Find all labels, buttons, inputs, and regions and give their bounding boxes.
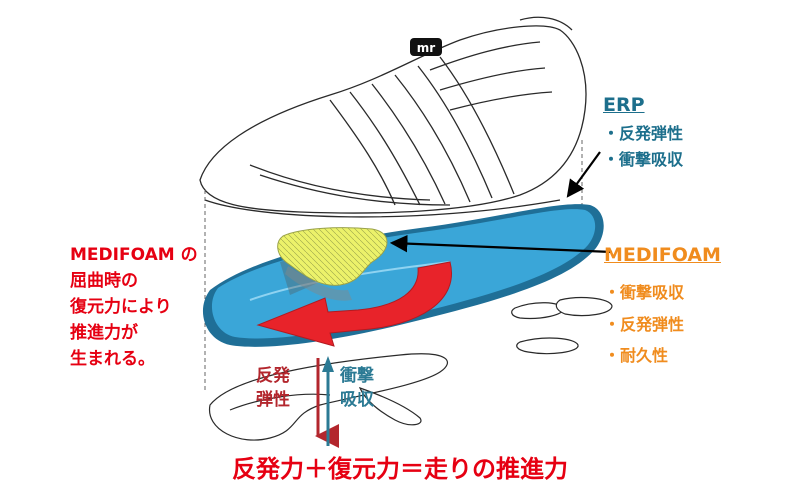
medifoam-feature-3: ・耐久性 xyxy=(604,346,669,365)
rebound-label-line-2: 弾性 xyxy=(256,390,290,410)
medifoam-feature-1: ・衝撃吸収 xyxy=(604,283,685,302)
erp-feature-1: ・反発弾性 xyxy=(603,124,684,143)
erp-feature-2: ・衝撃吸収 xyxy=(603,150,684,169)
absorption-label-line-2: 吸収 xyxy=(340,390,374,410)
medifoam-description-line-4: 推進力が xyxy=(70,323,138,343)
medifoam-description-line-2: 屈曲時の xyxy=(70,271,138,291)
absorption-label: 衝撃 吸収 xyxy=(340,364,374,412)
medifoam-description-line-3: 復元力により xyxy=(70,297,172,317)
shoe-upper xyxy=(199,16,587,218)
pointer-arrow-icon xyxy=(389,234,613,254)
medifoam-description-line-5: 生まれる。 xyxy=(70,349,155,369)
erp-title: ERP xyxy=(603,94,645,116)
medifoam-title: MEDIFOAM xyxy=(604,244,721,266)
medifoam-description: MEDIFOAM の 屈曲時の 復元力により 推進力が 生まれる。 xyxy=(70,242,198,372)
up-arrow-icon xyxy=(322,356,334,446)
absorption-label-line-1: 衝撃 xyxy=(340,366,374,386)
rebound-label: 反発 弾性 xyxy=(256,364,290,412)
medifoam-description-line-1: MEDIFOAM の xyxy=(70,245,198,265)
bottom-caption: 反発力＋復元力＝走りの推進力 xyxy=(232,455,568,483)
svg-text:mr: mr xyxy=(417,41,436,55)
red-curved-arrow-icon xyxy=(256,261,452,347)
brand-logo: mr xyxy=(410,38,442,56)
medifoam-pad xyxy=(277,227,388,301)
medifoam-feature-2: ・反発弾性 xyxy=(604,315,685,334)
rebound-label-line-1: 反発 xyxy=(256,366,290,386)
pointer-arrow-icon xyxy=(566,151,601,198)
